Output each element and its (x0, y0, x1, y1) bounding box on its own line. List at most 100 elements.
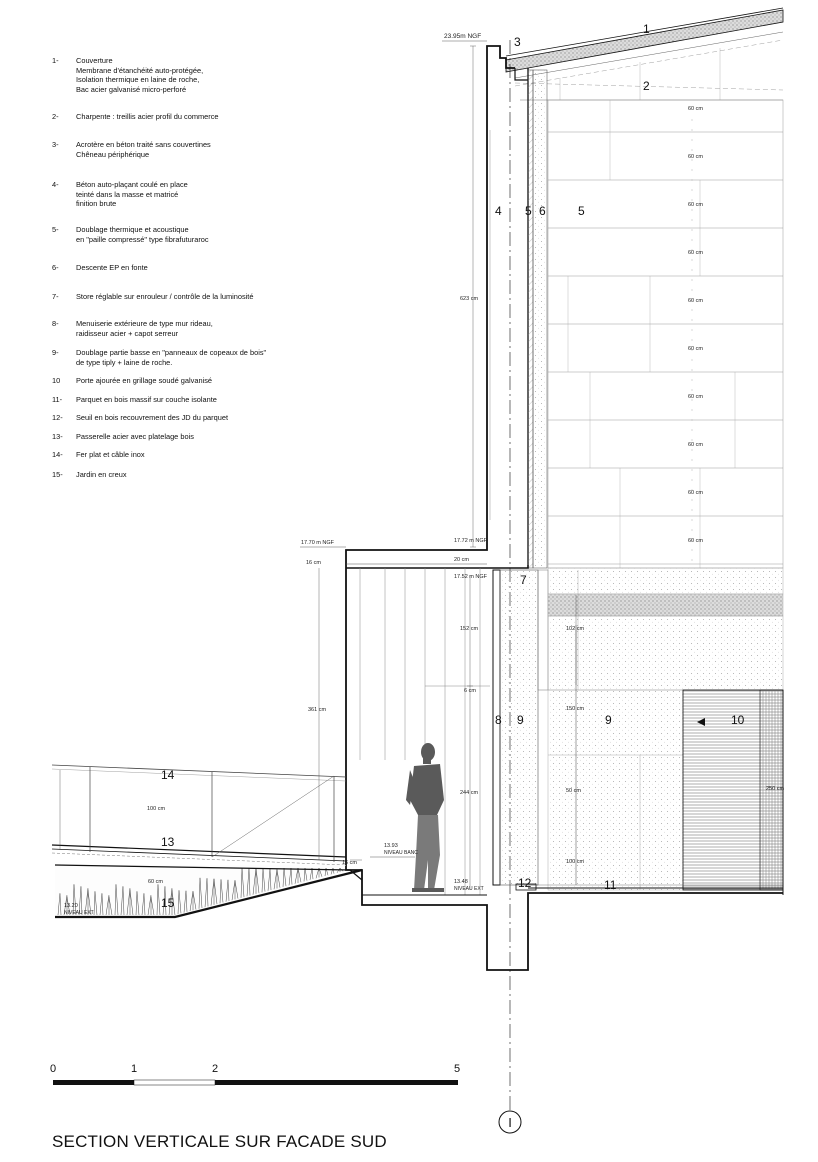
page-title: SECTION VERTICALE SUR FACADE SUD (52, 1132, 387, 1151)
level-ext-left-label: NIVEAU EXT (64, 910, 94, 916)
legend-text: Parquet en bois massif sur couche isolan… (76, 395, 336, 405)
dim-361: 361 cm (308, 707, 326, 713)
wall-panels (547, 99, 784, 569)
tag-11: 11 (604, 878, 617, 892)
legend-line: Isolation thermique en laine de roche, (76, 75, 200, 84)
legend-text: Passerelle acier avec platelage bois (76, 432, 336, 442)
dim-panel-3: 60 cm (688, 202, 703, 208)
level-slab-top: 17.72 m NGF (454, 538, 488, 544)
dim-panel-7: 60 cm (688, 394, 703, 400)
dim-panel-6: 60 cm (688, 346, 703, 352)
legend-line: Doublage partie basse en "panneaux de co… (76, 348, 267, 357)
dim-102: 102 cm (566, 626, 584, 632)
tag-5b: 5 (578, 204, 585, 218)
scale-5: 5 (454, 1063, 460, 1075)
tag-13: 13 (161, 835, 175, 849)
level-ext: 13.48 (454, 879, 468, 885)
dim-slab-left: 16 cm (306, 560, 321, 566)
tag-2: 2 (643, 79, 650, 93)
level-parapet: 17.70 m NGF (301, 540, 335, 546)
legend-line: Doublage thermique et acoustique (76, 225, 189, 234)
legend-text: Jardin en creux (76, 470, 336, 480)
tag-1: 1 (643, 22, 650, 36)
level-top: 23.95m NGF (444, 33, 481, 40)
legend-line: Passerelle acier avec platelage bois (76, 432, 194, 441)
tag-3: 3 (514, 35, 521, 49)
legend-number: 14- (52, 450, 63, 459)
dim-garden: 60 cm (148, 879, 163, 885)
legend-number: 9- (52, 348, 59, 357)
legend-number: 2- (52, 112, 59, 121)
dim-panel-10: 60 cm (688, 538, 703, 544)
level-markers: 23.95m NGF 17.70 m NGF 17.72 m NGF 17.52… (64, 33, 488, 916)
panel-grid (548, 100, 783, 568)
legend-line: Béton auto-plaçant coulé en place (76, 180, 188, 189)
legend-text: Descente EP en fonte (76, 263, 336, 273)
tag-14: 14 (161, 768, 175, 782)
dimension-lines (59, 45, 577, 890)
legend-text: Seuil en bois recouvrement des JD du par… (76, 413, 336, 423)
dim-rail: 100 cm (147, 806, 165, 812)
scale-2: 2 (212, 1063, 218, 1075)
legend-number: 12- (52, 413, 63, 422)
dimension-labels: 60 cm 60 cm 60 cm 60 cm 60 cm 60 cm 60 c… (147, 106, 784, 885)
legend-line: en "paille compressé" type fibrafuturaro… (76, 234, 209, 244)
legend-text: Porte ajourée en grillage soudé galvanis… (76, 376, 336, 386)
dim-panel-1: 60 cm (688, 106, 703, 112)
legend-line: teinté dans la masse et matricé (76, 189, 179, 199)
dim-244: 244 cm (460, 790, 478, 796)
legend-line: Charpente : treillis acier profil du com… (76, 112, 219, 121)
dim-150: 150 cm (566, 706, 584, 712)
tag-15: 15 (161, 896, 175, 910)
legend-line: de type tiply + laine de roche. (76, 357, 173, 367)
legend-line: Jardin en creux (76, 470, 127, 479)
legend-line: Chêneau périphérique (76, 149, 150, 159)
tag-10: 10 (731, 713, 745, 727)
tag-12: 12 (518, 876, 532, 890)
dim-panel-8: 60 cm (688, 442, 703, 448)
legend-number: 1- (52, 56, 59, 65)
level-slab-bottom: 17.52 m NGF (454, 574, 488, 580)
sunken-garden (54, 864, 363, 919)
dim-step: 16 cm (342, 860, 357, 866)
legend-text: Store réglable sur enrouleur / contrôle … (76, 292, 336, 302)
level-banc: 13.93 (384, 843, 398, 849)
dim-250: 250 cm (766, 786, 784, 792)
dim-panel-4: 60 cm (688, 250, 703, 256)
dim-50: 50 cm (566, 788, 581, 794)
tag-4: 4 (495, 204, 502, 218)
ground-line (345, 568, 784, 971)
legend-line: Porte ajourée en grillage soudé galvanis… (76, 376, 212, 385)
legend-number: 10 (52, 376, 61, 385)
legend-number: 4- (52, 180, 59, 189)
axis-label: I (508, 1115, 512, 1130)
legend-line: Acrotère en béton traité sans couvertine… (76, 140, 211, 149)
dim-6: 6 cm (464, 688, 476, 694)
scale-1: 1 (131, 1063, 137, 1075)
legend-number: 7- (52, 292, 59, 301)
legend-text: Doublage partie basse en "panneaux de co… (76, 348, 336, 367)
legend-line: finition brute (76, 199, 117, 208)
legend-text: Fer plat et câble inox (76, 450, 336, 460)
level-ext-left: 13.20 (64, 903, 78, 909)
axis-marker: I (498, 1110, 522, 1134)
tag-6: 6 (539, 204, 546, 218)
level-ext-label: NIVEAU EXT (454, 886, 484, 892)
legend-number: 11- (52, 395, 63, 404)
human-figure (406, 743, 444, 892)
legend-line: Couverture (76, 56, 113, 65)
legend-number: 13- (52, 432, 63, 441)
level-banc-label: NIVEAU BANC (384, 850, 418, 856)
tag-9a: 9 (517, 713, 524, 727)
tag-8: 8 (495, 713, 502, 727)
legend-number: 3- (52, 140, 59, 149)
legend-line: Descente EP en fonte (76, 263, 148, 272)
legend-line: Fer plat et câble inox (76, 450, 145, 459)
legend-line: Seuil en bois recouvrement des JD du par… (76, 413, 229, 422)
legend-text: Charpente : treillis acier profil du com… (76, 112, 336, 122)
dim-panel-9: 60 cm (688, 490, 703, 496)
legend-number: 5- (52, 225, 59, 234)
